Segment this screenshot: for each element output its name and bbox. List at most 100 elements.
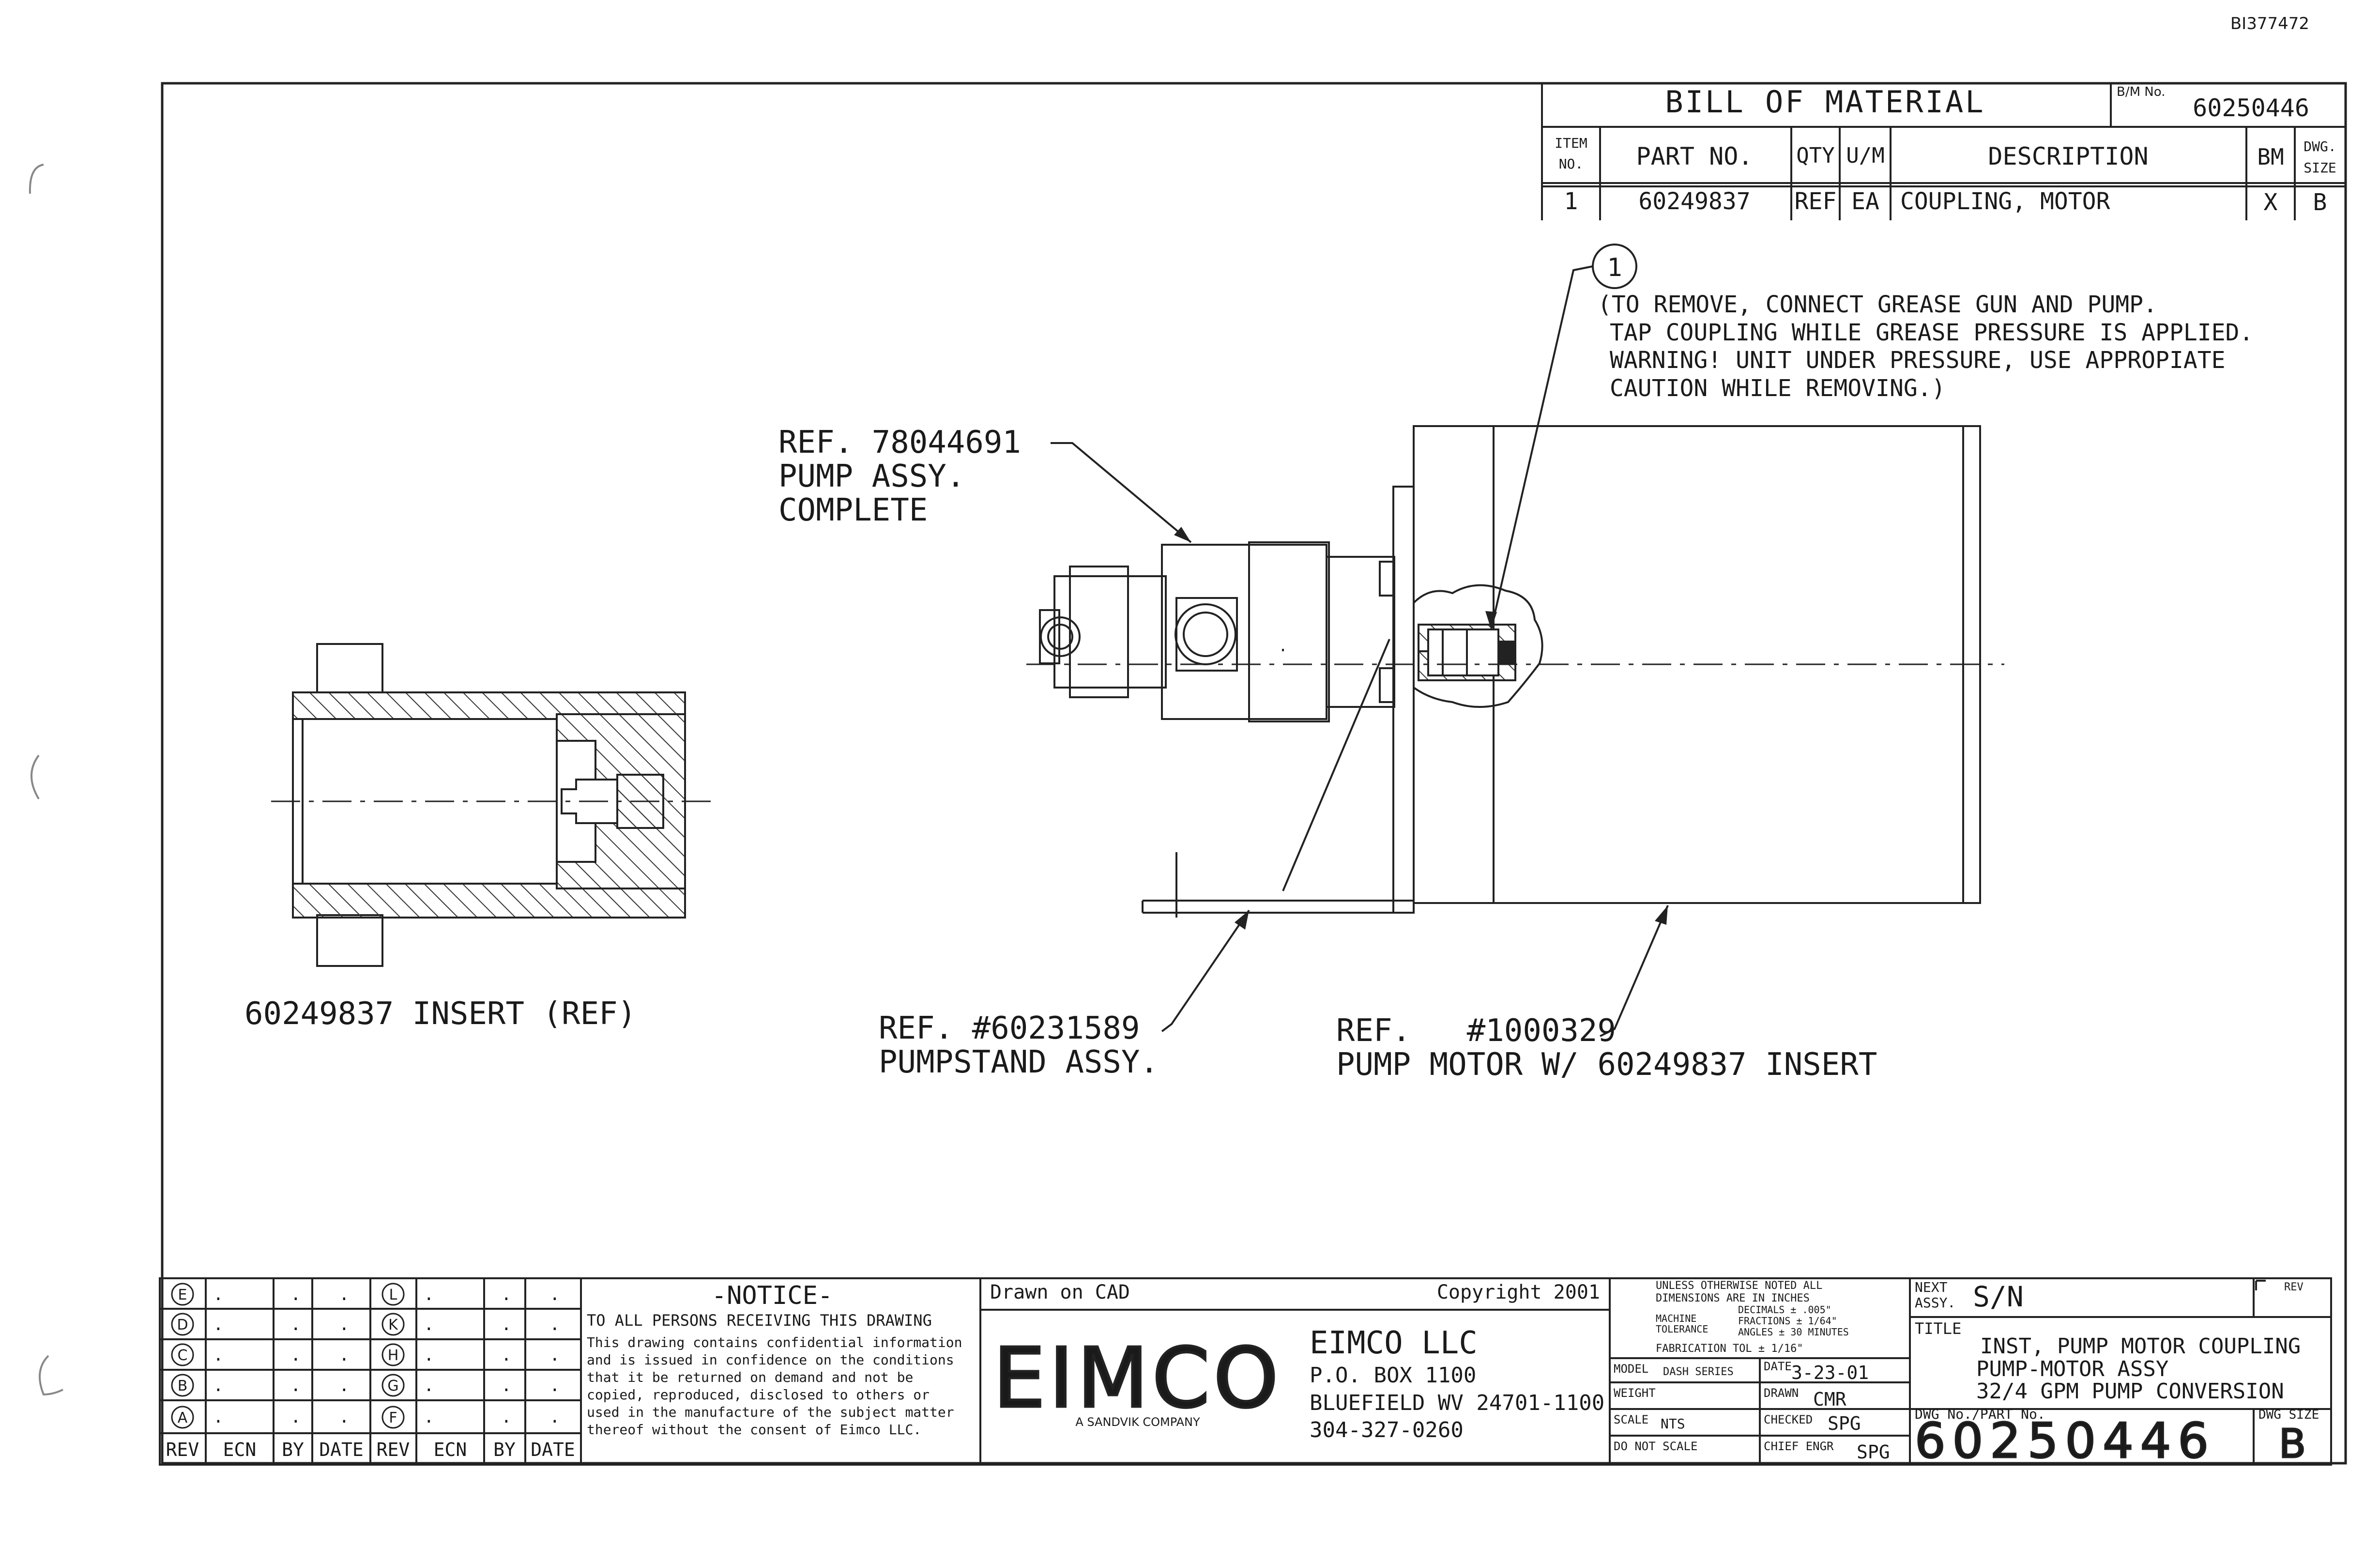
tolerance-machine: MACHINE <box>1656 1313 1696 1324</box>
tolerance-decimals: DECIMALS ± .005" <box>1738 1304 1831 1316</box>
pump-motor-assembly <box>1026 425 2004 918</box>
rev-letter-f: F <box>389 1409 397 1426</box>
rev-dot: . <box>501 1376 512 1395</box>
next-assy-label-bottom: ASSY. <box>1915 1295 1955 1311</box>
dwg-size-value: B <box>2279 1421 2306 1467</box>
removal-note: (TO REMOVE, CONNECT GREASE GUN AND PUMP.… <box>1598 291 2253 402</box>
rev-dot: . <box>339 1285 350 1304</box>
rev-letter-l: L <box>389 1287 397 1303</box>
rev-header-by-2: BY <box>493 1439 516 1460</box>
pumpstand-ref: REF. #60231589 <box>879 1011 1140 1046</box>
revision-block: E D C B A L K H G F . . . . . . . . . . … <box>159 1277 582 1466</box>
rev-header-ecn: ECN <box>223 1439 257 1460</box>
dwg-size-label: DWG SIZE <box>2258 1408 2319 1422</box>
drawing-border <box>161 82 2347 1465</box>
tolerance-fractions: FRACTIONS ± 1/64" <box>1738 1315 1837 1327</box>
bom-header-bm: BM <box>2257 144 2284 170</box>
rev-dot: . <box>339 1376 350 1395</box>
bom-number-label: B/M No. <box>2117 85 2165 99</box>
bom-cell-description: COUPLING, MOTOR <box>1900 188 2110 215</box>
scan-marks <box>29 164 63 1396</box>
rev-dot: . <box>290 1376 301 1395</box>
chief-engr-value: SPG <box>1857 1441 1890 1463</box>
bom-header-description: DESCRIPTION <box>1988 142 2148 170</box>
rev-dot: . <box>290 1285 301 1304</box>
note-line-4: CAUTION WHILE REMOVING.) <box>1610 375 1946 402</box>
rev-dot: . <box>339 1315 350 1334</box>
note-line-1: (TO REMOVE, CONNECT GREASE GUN AND PUMP. <box>1598 291 2157 318</box>
rev-header-by: BY <box>282 1439 304 1460</box>
rev-letter-k: K <box>388 1317 398 1333</box>
bom-row: 1 60249837 REF EA COUPLING, MOTOR X B <box>1564 188 2327 216</box>
tolerance-fabrication: FABRICATION TOL ± 1/16" <box>1656 1343 1803 1355</box>
rev-dot: . <box>424 1345 434 1365</box>
next-assy-label-top: NEXT <box>1915 1279 1948 1295</box>
tolerance-angles: ANGLES ± 30 MINUTES <box>1738 1326 1849 1338</box>
rev-dot: . <box>501 1345 512 1365</box>
checked-label: CHECKED <box>1764 1413 1813 1426</box>
rev-dot: . <box>213 1407 224 1427</box>
rev-dot: . <box>549 1407 560 1427</box>
company-address-1: P.O. BOX 1100 <box>1310 1363 1476 1388</box>
checked-value: SPG <box>1828 1413 1861 1434</box>
bom-cell-part-no: 60249837 <box>1638 188 1750 215</box>
rev-dot: . <box>213 1345 224 1365</box>
pumpstand-callout: REF. #60231589 PUMPSTAND ASSY. <box>879 639 1390 1080</box>
bill-of-material: BILL OF MATERIAL B/M No. 60250446 ITEM N… <box>1541 83 2346 220</box>
rev-header-date-2: DATE <box>531 1439 575 1460</box>
company-name: EIMCO LLC <box>1310 1325 1478 1361</box>
notice-line-2: and is issued in confidence on the condi… <box>587 1352 954 1368</box>
bom-title: BILL OF MATERIAL <box>1665 84 1985 120</box>
rev-header-ecn-2: ECN <box>434 1439 467 1460</box>
dwg-no-label: DWG No./PART No. <box>1915 1406 2045 1422</box>
tolerance-line-2: DIMENSIONS ARE IN INCHES <box>1656 1292 1810 1304</box>
eimco-logo: EIMCO <box>993 1331 1282 1426</box>
rev-dots: . . . . . . . . . . . . . . . . . . . . … <box>213 1285 560 1427</box>
scale-label: SCALE <box>1614 1413 1648 1426</box>
notice-line-4: copied, reproduced, disclosed to others … <box>587 1387 930 1403</box>
do-not-scale: DO NOT SCALE <box>1614 1440 1697 1453</box>
rev-header-rev: REV <box>166 1439 199 1460</box>
title-label: TITLE <box>1915 1319 1961 1338</box>
weight-label: WEIGHT <box>1614 1386 1656 1400</box>
company-address-2: BLUEFIELD WV 24701-1100 <box>1310 1391 1604 1415</box>
rev-dot: . <box>290 1407 301 1427</box>
pump-motor-name: PUMP MOTOR W/ 60249837 INSERT <box>1336 1047 1877 1083</box>
rev-letter-h: H <box>388 1347 399 1364</box>
rev-label: REV <box>2284 1281 2304 1293</box>
pump-assy-name: PUMP ASSY. <box>778 459 965 494</box>
date-value: 3-23-01 <box>1791 1362 1869 1383</box>
bom-cell-dwg-size: B <box>2313 189 2327 216</box>
rev-dot: . <box>501 1407 512 1427</box>
pump-assy-ref: REF. 78044691 <box>778 425 1021 460</box>
tolerance-block: UNLESS OTHERWISE NOTED ALL DIMENSIONS AR… <box>1609 1277 1911 1466</box>
rev-letter-c: C <box>178 1347 188 1364</box>
date-label: DATE <box>1764 1360 1792 1373</box>
pump-assy-complete: COMPLETE <box>778 492 928 528</box>
rev-letters-left <box>171 1283 405 1429</box>
copyright: Copyright 2001 <box>1437 1281 1600 1303</box>
bom-cell-qty: REF <box>1795 188 1837 215</box>
title-block: NEXT ASSY. S/N REV TITLE INST, PUMP MOTO… <box>1909 1277 2332 1470</box>
rev-letter-d: D <box>177 1317 188 1333</box>
notice-line-6: thereof without the consent of Eimco LLC… <box>587 1422 921 1438</box>
bom-cell-item: 1 <box>1564 188 1578 215</box>
pump-assy-callout: REF. 78044691 PUMP ASSY. COMPLETE <box>778 425 1192 543</box>
rev-dot: . <box>549 1345 560 1365</box>
company-phone: 304-327-0260 <box>1310 1418 1464 1442</box>
notice-line-1: This drawing contains confidential infor… <box>587 1334 962 1350</box>
pump-motor-callout: REF. #1000329 PUMP MOTOR W/ 60249837 INS… <box>1336 905 1877 1083</box>
rev-dot: . <box>501 1315 512 1334</box>
company-block: Drawn on CAD Copyright 2001 EIMCO A SAND… <box>979 1277 1611 1466</box>
rev-dot: . <box>424 1376 434 1395</box>
bom-number: 60250446 <box>2193 94 2309 122</box>
pumpstand-name: PUMPSTAND ASSY. <box>879 1044 1159 1080</box>
rev-dot: . <box>424 1407 434 1427</box>
balloon-number: 1 <box>1607 253 1622 282</box>
rev-dot: . <box>213 1285 224 1304</box>
notice-heading: TO ALL PERSONS RECEIVING THIS DRAWING <box>587 1311 932 1330</box>
rev-letter-e: E <box>178 1287 187 1303</box>
document-code: BI377472 <box>2230 14 2309 33</box>
bom-cell-bm: X <box>2264 189 2278 216</box>
bom-header-part-no: PART NO. <box>1636 142 1753 170</box>
